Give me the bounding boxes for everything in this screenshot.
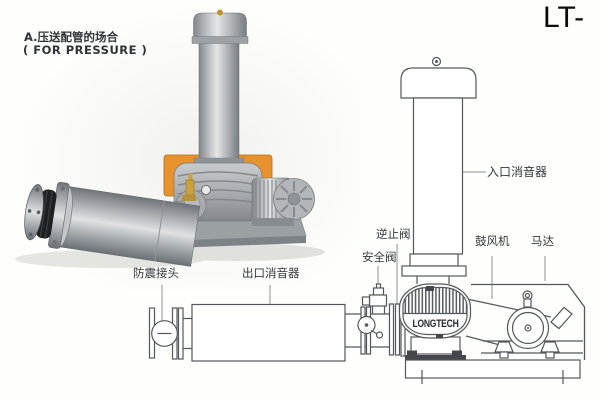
label-vibration-joint: 防震接头 — [133, 266, 179, 280]
model-prefix-title: LT- — [543, 1, 585, 34]
section-heading-cn: A.压送配管的场合 — [24, 30, 118, 44]
brass-nub — [217, 9, 223, 16]
safety-valve-drawing — [357, 283, 388, 355]
brass-valve-photo — [182, 173, 211, 201]
label-motor: 马达 — [531, 234, 554, 248]
base-frame-drawing — [404, 359, 581, 384]
brand-text: LONGTECH — [413, 318, 459, 330]
horizontal-silencer-photo — [24, 181, 200, 267]
inlet-silencer-drawing — [400, 56, 477, 284]
pressure-gauge-photo — [201, 185, 211, 195]
motor-photo — [251, 177, 315, 226]
label-check-valve: 逆止阀 — [376, 227, 411, 241]
motor-drawing — [494, 290, 573, 359]
equipment-photo — [15, 9, 325, 268]
outlet-silencer-drawing — [191, 303, 346, 362]
label-outlet-silencer: 出口消音器 — [242, 266, 300, 280]
vibration-joint-drawing — [148, 307, 192, 360]
tensioner-flap-drawing — [550, 306, 573, 330]
piping-diagram: LONGTECH — [148, 56, 586, 384]
section-heading-en: ( FOR PRESSURE ) — [23, 43, 148, 57]
label-blower: 鼓风机 — [475, 234, 510, 248]
leader-lines — [161, 171, 546, 321]
label-safety-valve: 安全阀 — [362, 250, 397, 264]
blower-drawing: LONGTECH — [398, 283, 472, 360]
vertical-silencer-photo — [191, 9, 249, 176]
check-valve-drawing — [388, 302, 406, 357]
label-inlet-silencer: 入口消音器 — [487, 165, 548, 179]
